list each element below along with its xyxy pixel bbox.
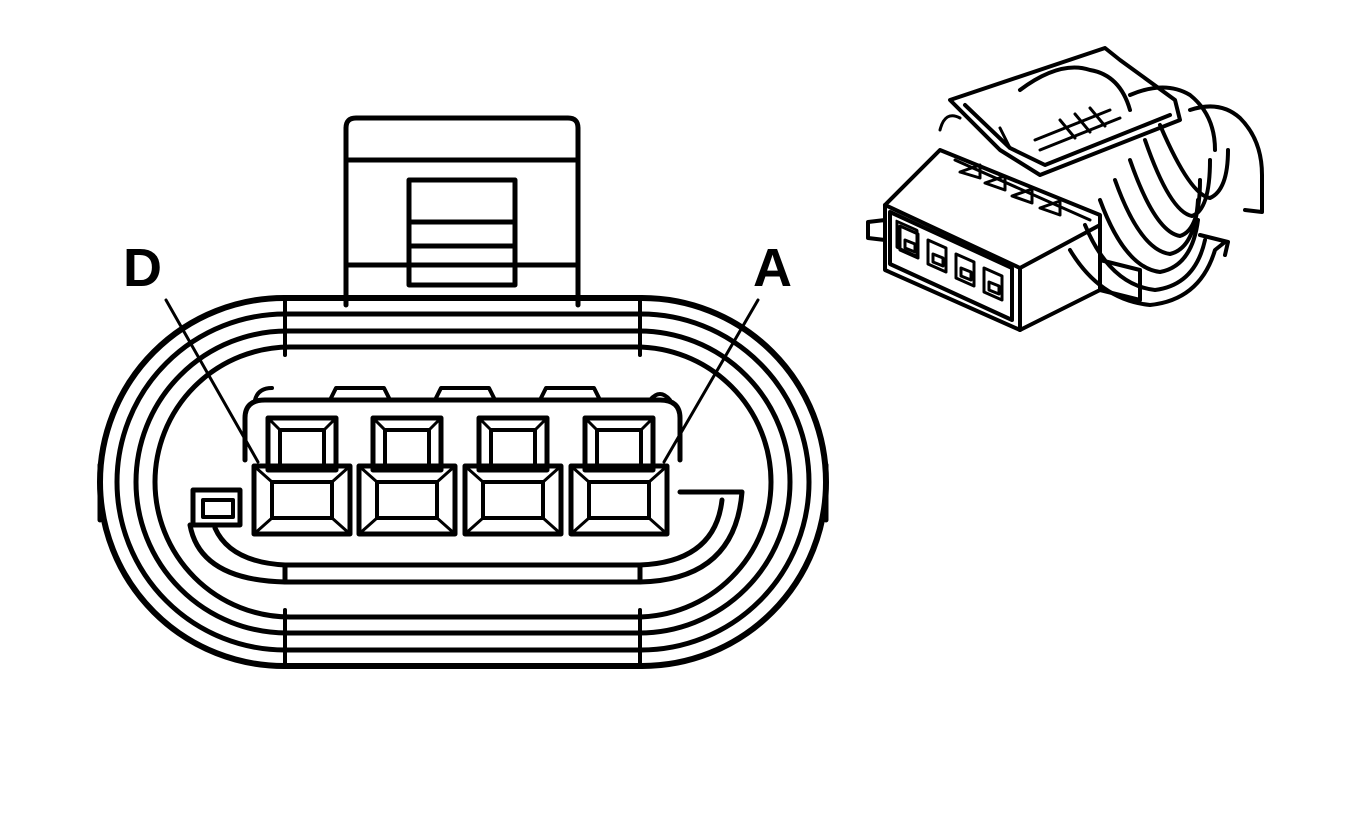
front-cavities [888, 210, 1014, 322]
leader-line-d [164, 298, 260, 464]
cavity-d [251, 415, 353, 537]
locking-tab [343, 115, 581, 308]
cavity-b [462, 415, 564, 537]
housing-outline [97, 295, 829, 669]
connector-face-view: D A [97, 115, 829, 669]
cavity-a [568, 415, 670, 537]
pin-carrier [187, 386, 745, 585]
cavity-c [356, 415, 458, 537]
housing-body [866, 148, 1142, 332]
pin-callouts: D A [123, 238, 792, 464]
connector-isometric-view [866, 46, 1264, 332]
pin-label-d: D [123, 238, 162, 298]
leader-line-a [662, 298, 760, 464]
terminal-cavities [251, 415, 670, 537]
latch [938, 46, 1182, 177]
pin-label-a: A [753, 238, 792, 298]
seal-ribs [1018, 65, 1264, 307]
